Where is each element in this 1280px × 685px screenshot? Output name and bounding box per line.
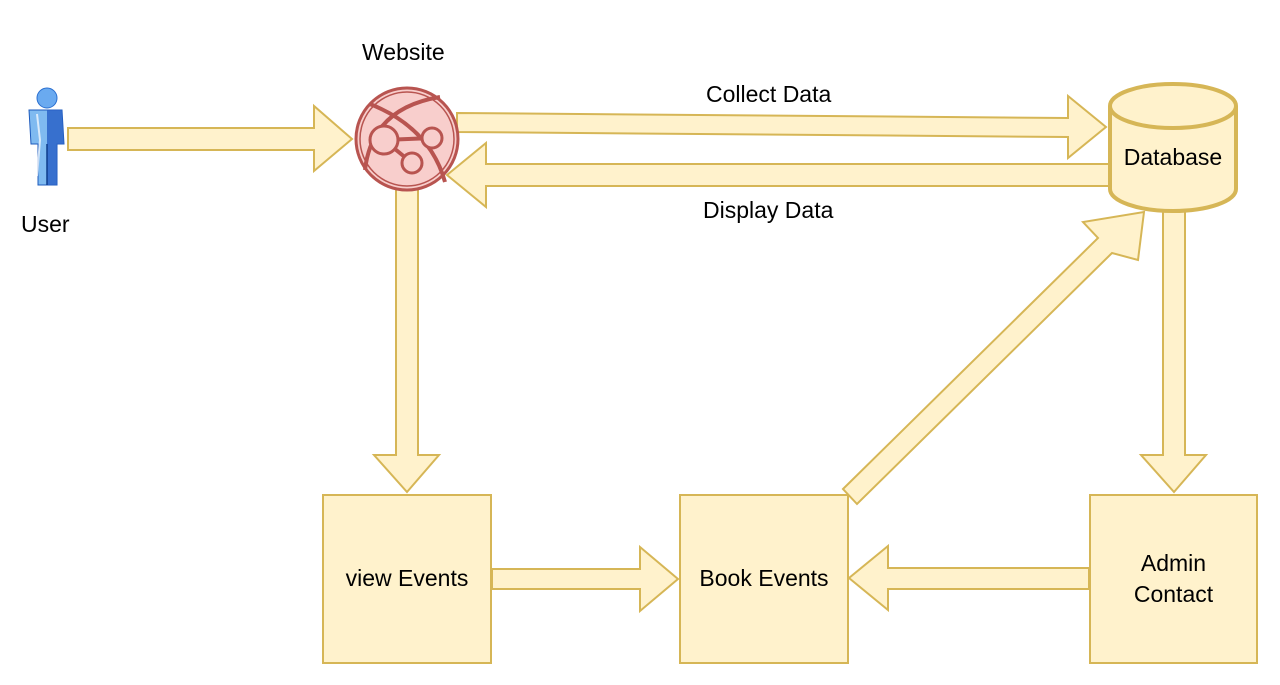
arrow-display-data bbox=[445, 140, 1112, 210]
box-admin-contact bbox=[1089, 494, 1258, 664]
collect-data-label: Collect Data bbox=[706, 81, 832, 107]
arrow-admin-to-book-events bbox=[847, 543, 1090, 613]
arrow-website-to-view-events bbox=[371, 188, 442, 494]
user-label: User bbox=[21, 211, 70, 237]
arrow-database-to-admin-contact bbox=[1138, 210, 1209, 494]
cylinder-database-icon bbox=[1108, 82, 1238, 213]
arrow-book-events-to-database bbox=[841, 210, 1146, 506]
arrow-collect-data bbox=[456, 93, 1108, 161]
arrow-view-to-book-events bbox=[491, 544, 680, 614]
website-label: Website bbox=[362, 39, 445, 65]
box-view-events bbox=[322, 494, 492, 664]
display-data-label: Display Data bbox=[703, 197, 834, 223]
arrow-user-to-website bbox=[67, 103, 354, 174]
user-person-icon bbox=[28, 87, 65, 186]
globe-network-icon bbox=[354, 86, 460, 192]
box-book-events bbox=[679, 494, 849, 664]
